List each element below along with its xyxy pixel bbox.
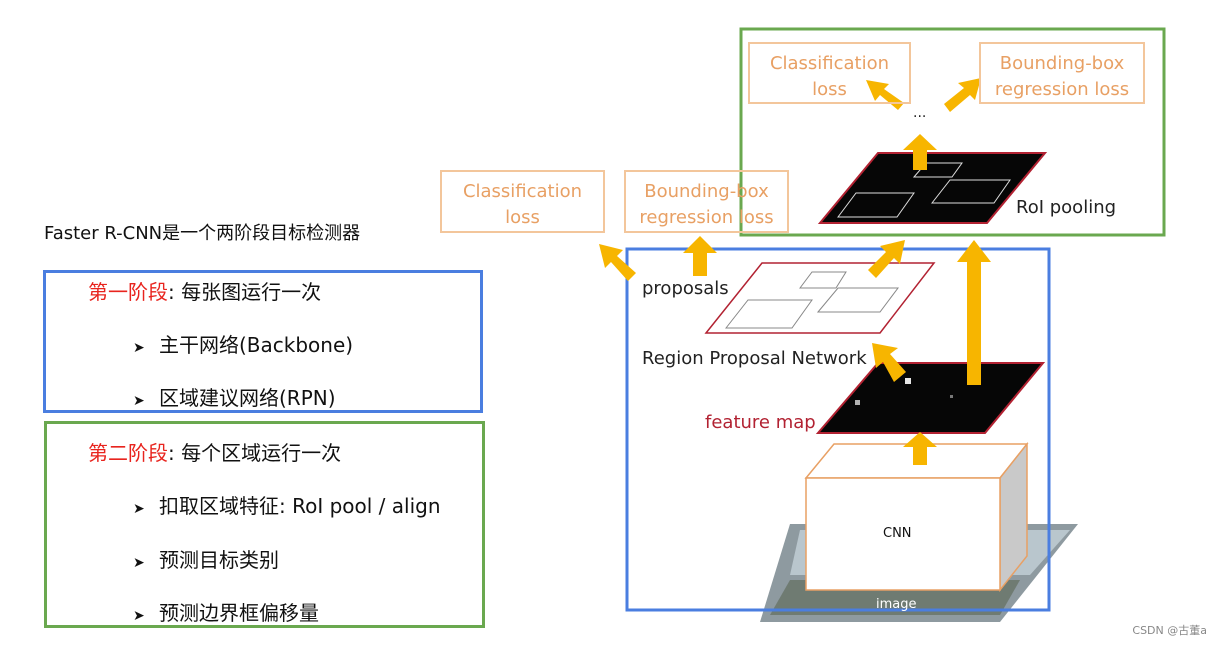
top-classification-loss-box: Classification loss (748, 42, 911, 104)
bullet-arrow-icon: ➤ (133, 340, 145, 356)
top-bbox-loss-box: Bounding-box regression loss (979, 42, 1145, 104)
cnn-label: CNN (883, 526, 912, 541)
stage2-box (44, 421, 485, 628)
bullet-arrow-icon: ➤ (133, 393, 145, 409)
rpn-cls-loss-line2: loss (505, 207, 540, 228)
top-cls-loss-line1: Classification (769, 53, 890, 74)
top-cls-loss-line2: loss (812, 79, 847, 100)
ellipsis-label: ... (913, 105, 927, 121)
top-bbox-loss-line2: regression loss (994, 79, 1130, 100)
stage2-item: ➤ 扣取区域特征: RoI pool / align (133, 490, 441, 519)
roi-pooling-label: RoI pooling (1016, 197, 1117, 218)
stage1-region-box (625, 247, 1051, 612)
rpn-label: Region Proposal Network (642, 348, 867, 369)
arrow-cnn-to-featuremap (903, 432, 937, 465)
rpn-bbox-loss-line1: Bounding-box (644, 181, 769, 202)
arrow-to-rpn-bbox-loss (683, 236, 717, 276)
top-bbox-loss-line1: Bounding-box (999, 53, 1125, 74)
feature-map-plane (815, 362, 1046, 434)
rpn-bbox-loss-box: Bounding-box regression loss (624, 170, 789, 233)
stage1-item-text: 主干网络(Backbone) (159, 333, 354, 357)
stage2-item: ➤ 预测目标类别 (133, 544, 279, 573)
watermark: CSDN @古董a (1132, 624, 1207, 637)
bullet-arrow-icon: ➤ (133, 608, 145, 624)
image-label: image (876, 597, 917, 612)
feature-map-label: feature map (705, 412, 816, 433)
arrow-featuremap-to-roi (957, 240, 991, 385)
stage2-heading-desc: : 每个区域运行一次 (168, 441, 342, 465)
arrow-featuremap-to-rpn (872, 343, 906, 382)
roi-pooling-plane (817, 152, 1048, 224)
proposals-plane (704, 262, 936, 334)
arrow-to-top-bbox-loss (944, 78, 981, 112)
rpn-classification-loss-box: Classification loss (440, 170, 605, 233)
stage2-item-text: 预测目标类别 (159, 548, 279, 572)
bullet-arrow-icon: ➤ (133, 501, 145, 517)
stage1-heading-label: 第一阶段 (88, 280, 168, 304)
stage1-box (43, 270, 483, 413)
stage1-item: ➤ 区域建议网络(RPN) (133, 382, 336, 411)
rpn-cls-loss-line1: Classification (462, 181, 583, 202)
stage2-item-text: 预测边界框偏移量 (159, 601, 319, 625)
stage1-heading: 第一阶段: 每张图运行一次 (88, 276, 321, 305)
stage2-heading: 第二阶段: 每个区域运行一次 (88, 437, 341, 466)
page-title: Faster R-CNN是一个两阶段目标检测器 (44, 223, 361, 244)
arrow-roi-up (903, 134, 937, 170)
arrow-to-rpn-cls-loss (599, 244, 636, 281)
stage2-region-box (739, 27, 1166, 237)
cnn-box-front (805, 477, 1001, 591)
arrow-proposals-to-roi (868, 240, 905, 278)
stage1-item: ➤ 主干网络(Backbone) (133, 329, 353, 358)
bullet-arrow-icon: ➤ (133, 555, 145, 571)
stage1-heading-desc: : 每张图运行一次 (168, 280, 322, 304)
stage2-item: ➤ 预测边界框偏移量 (133, 597, 319, 626)
stage2-heading-label: 第二阶段 (88, 441, 168, 465)
proposals-label: proposals (642, 278, 729, 299)
stage2-item-text: 扣取区域特征: RoI pool / align (159, 494, 441, 518)
rpn-bbox-loss-line2: regression loss (639, 207, 774, 228)
stage1-item-text: 区域建议网络(RPN) (159, 386, 336, 410)
